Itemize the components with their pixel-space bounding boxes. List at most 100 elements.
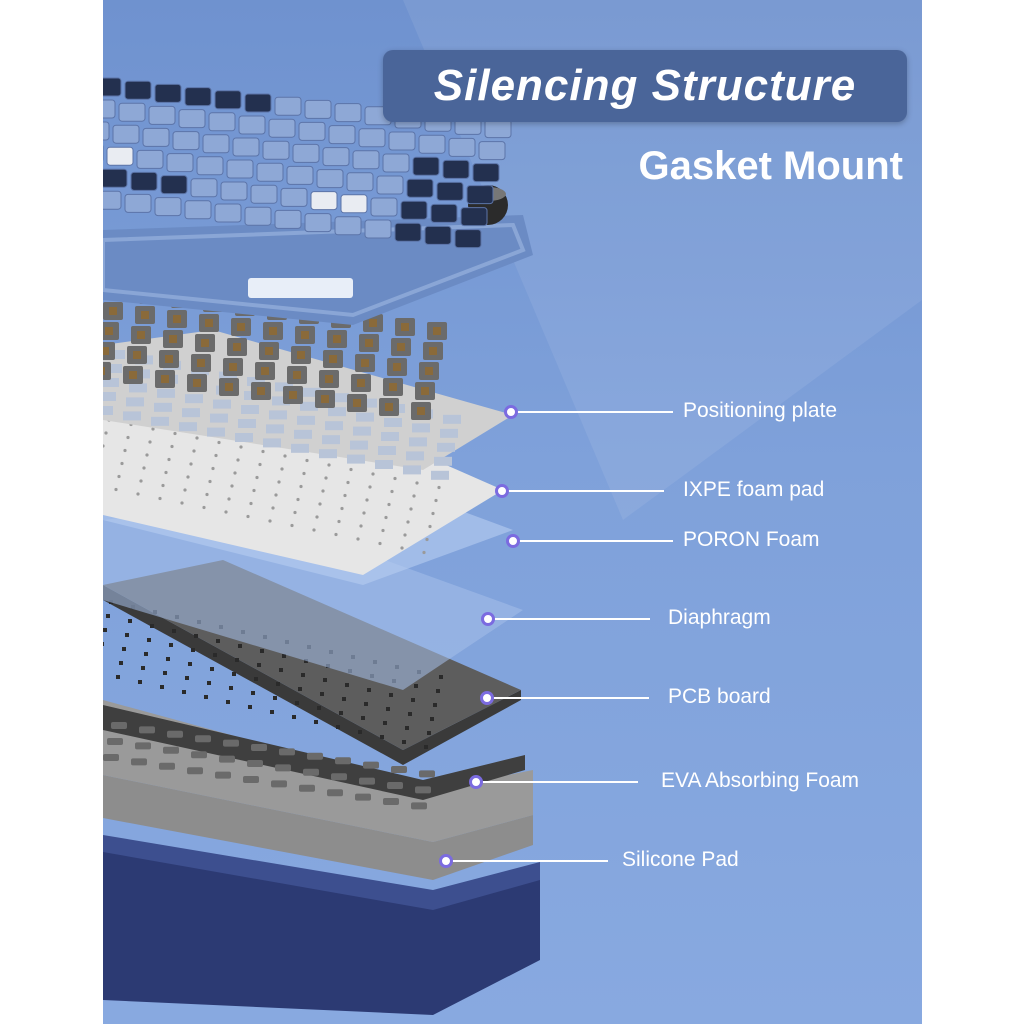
pcb-hole xyxy=(238,644,242,648)
key-switch-stem xyxy=(393,363,401,371)
pcb-hole xyxy=(273,696,277,700)
plate-cutout xyxy=(409,437,427,447)
ixpe-dot xyxy=(189,462,193,466)
keycap xyxy=(184,87,212,107)
keycap xyxy=(454,229,482,249)
keycap xyxy=(424,225,452,245)
keycap xyxy=(103,77,122,97)
pcb-hole xyxy=(226,700,230,704)
ixpe-dot xyxy=(195,436,199,440)
plate-cutout xyxy=(185,394,203,404)
key-switch-stem xyxy=(357,379,365,387)
eva-cutout xyxy=(271,780,287,788)
ixpe-dot xyxy=(346,480,350,485)
keycap xyxy=(250,184,278,204)
key-switch-stem xyxy=(333,335,341,343)
plate-cutout xyxy=(247,377,265,386)
plate-cutout xyxy=(104,364,122,373)
pcb-hole xyxy=(204,695,208,699)
pcb-hole xyxy=(185,676,189,680)
plate-cutout xyxy=(434,456,452,466)
ixpe-dot xyxy=(255,475,259,480)
eva-cutout xyxy=(279,748,295,756)
key-switch-stem xyxy=(137,331,145,339)
pcb-hole xyxy=(405,726,409,730)
ixpe-dot xyxy=(437,485,441,490)
keycap xyxy=(154,83,182,103)
label-ixpe-foam-pad: IXPE foam pad xyxy=(683,478,825,501)
ixpe-dot xyxy=(327,463,331,467)
eva-cutout xyxy=(363,761,379,769)
key-switch-stem xyxy=(141,311,149,319)
keycap xyxy=(154,197,182,217)
key-switch-stem xyxy=(105,327,113,335)
eva-cutout xyxy=(167,730,183,738)
exploded-keyboard-illustration xyxy=(103,0,922,1015)
ixpe-dot xyxy=(290,523,294,528)
plate-cutout xyxy=(322,435,340,445)
ixpe-dot xyxy=(431,511,435,516)
eva-cutout xyxy=(327,789,343,797)
ixpe-dot xyxy=(236,458,240,462)
bottom-case-rim xyxy=(103,835,540,910)
keycap xyxy=(232,137,260,157)
plate-cutout xyxy=(123,411,141,421)
eva-cutout xyxy=(219,755,235,763)
ixpe-dot xyxy=(343,493,347,498)
pcb-hole xyxy=(207,681,211,685)
key-switch-stem xyxy=(129,371,137,379)
pcb-hole xyxy=(106,614,110,618)
key-switch-stem xyxy=(201,339,209,347)
eva-cutout xyxy=(163,746,179,754)
silicone-pad xyxy=(103,775,533,880)
callout-dot-pcb-board xyxy=(480,691,494,705)
keycap xyxy=(280,187,308,207)
key-switch-stem xyxy=(293,371,301,379)
pcb-hole xyxy=(336,725,340,729)
plate-cutout xyxy=(328,407,346,417)
key-switch-stem xyxy=(103,347,109,355)
key-switch-stem xyxy=(385,403,393,411)
ixpe-dot xyxy=(233,471,237,475)
key-switch xyxy=(103,362,111,380)
plate-cutout xyxy=(129,383,147,393)
eva-foam-holes xyxy=(103,722,435,810)
keycap xyxy=(142,127,170,147)
keycap xyxy=(184,200,212,220)
ixpe-dot xyxy=(393,476,397,481)
key-switch-stem xyxy=(261,367,269,375)
pcb-hole xyxy=(163,671,167,675)
plate-cutout xyxy=(331,393,349,403)
pcb-hole xyxy=(414,684,418,688)
keycap xyxy=(208,112,236,132)
keycap xyxy=(394,222,422,242)
eva-cutout xyxy=(415,786,431,794)
ixpe-dot xyxy=(249,501,253,506)
pcb-hole xyxy=(248,705,252,709)
ixpe-dot xyxy=(230,484,234,488)
ixpe-dot xyxy=(334,532,338,537)
keycap xyxy=(298,121,326,141)
pcb-hole xyxy=(433,703,437,707)
ixpe-dot xyxy=(359,524,363,528)
plate-cutout xyxy=(263,438,281,448)
pcb-hole xyxy=(210,667,214,671)
ixpe-dot xyxy=(293,510,297,515)
key-switch-stem xyxy=(325,375,333,383)
pcb-hole xyxy=(188,662,192,666)
key-switch-stem xyxy=(193,379,201,387)
pcb-hole xyxy=(282,654,286,658)
pcb-hole xyxy=(194,634,198,638)
pcb-hole xyxy=(257,663,261,667)
keycap xyxy=(226,159,254,179)
keycap xyxy=(316,169,344,189)
pcb-hole xyxy=(150,624,154,628)
pcb-hole xyxy=(358,730,362,734)
keycap xyxy=(286,165,314,185)
pcb-hole xyxy=(182,690,186,694)
eva-cutout xyxy=(387,782,403,789)
keycap xyxy=(136,149,164,169)
ixpe-dot xyxy=(126,435,130,440)
ixpe-dot xyxy=(296,497,300,502)
eva-cutout xyxy=(307,752,323,760)
